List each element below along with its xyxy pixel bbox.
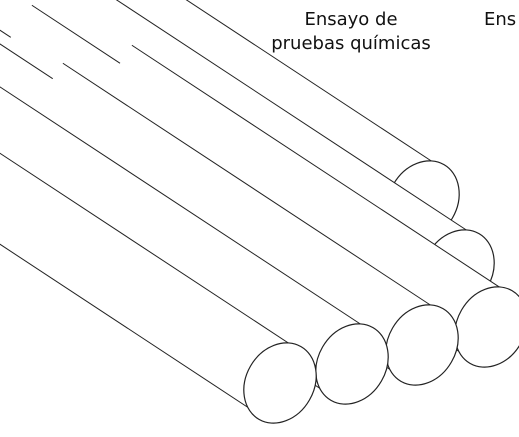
pipe-bot-1-edge-2 <box>0 165 259 415</box>
pipe-bot-1 <box>0 101 330 432</box>
test-label-line-2: pruebas químicas <box>271 33 431 54</box>
test-label-partial: Ens <box>484 9 517 30</box>
pipe-bot-1-body <box>0 153 301 415</box>
pipe-bot-1-edge-1 <box>0 101 301 351</box>
test-label-chemical: Ensayo de pruebas químicas <box>252 8 450 56</box>
test-label-line-1: Ensayo de <box>304 9 398 30</box>
pipe-bot-2-end <box>302 311 403 418</box>
pipe-bot-4 <box>90 45 519 380</box>
pipe-mid-3-edge-1 <box>99 0 479 238</box>
pipe-bot-3-edge-1 <box>63 63 443 313</box>
pipe-bot-4-end <box>441 274 519 381</box>
pipe-bot-1-end <box>230 330 331 432</box>
pipe-bot-3-body <box>21 63 443 377</box>
pipe-bot-4-edge-1 <box>132 45 512 295</box>
pipe-top-2-edge-1 <box>64 0 444 169</box>
pipe-bot-4-body <box>90 45 512 359</box>
pipe-bot-3 <box>21 63 472 398</box>
pipe-bot-2-body <box>0 86 373 396</box>
pipe-bot-2-edge-1 <box>0 82 373 332</box>
pipe-bot-3-end <box>372 292 473 399</box>
pipe-bot-2 <box>0 82 402 417</box>
